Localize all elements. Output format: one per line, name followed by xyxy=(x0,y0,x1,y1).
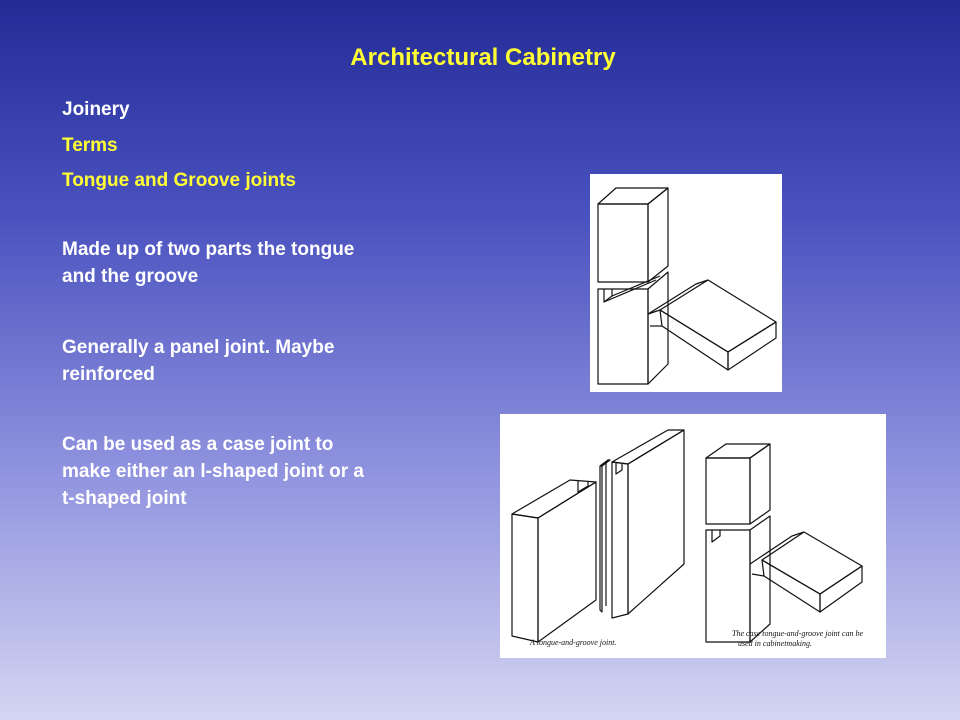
upper-board-side xyxy=(647,187,669,283)
bullet-1-line-2: and the groove xyxy=(62,266,199,287)
groove-notch xyxy=(603,289,613,303)
upper-board-front xyxy=(597,203,649,283)
subheading-terms: Terms xyxy=(62,135,118,156)
lower-board-side xyxy=(647,271,669,385)
bullet-2: Generally a panel joint. Maybe reinforce… xyxy=(62,334,334,388)
bullet-3: Can be used as a case joint to make eith… xyxy=(62,431,364,512)
shelf-side xyxy=(727,321,777,371)
bullet-3-line-1: Can be used as a case joint to xyxy=(62,434,334,455)
heading-joinery: Joinery xyxy=(62,99,130,120)
caption-tongue-groove: A tongue-and-groove joint. xyxy=(529,638,616,647)
case-joint-figure xyxy=(590,174,782,392)
caption-case-joint-line-2: used in cabinetmaking. xyxy=(738,639,812,648)
left-board-front xyxy=(511,513,539,643)
bullet-3-line-2: make either an l-shaped joint or a xyxy=(62,461,364,482)
shelf-front xyxy=(659,309,729,371)
right-board-side xyxy=(627,429,685,615)
left-board-top xyxy=(511,479,597,519)
subheading-tongue-groove: Tongue and Groove joints xyxy=(62,170,296,191)
shelf-top xyxy=(659,279,777,353)
right-board-top xyxy=(611,429,685,465)
bullet-3-line-3: t-shaped joint xyxy=(62,488,187,509)
caption-case-joint-line-1: The case tongue-and-groove joint can be xyxy=(732,629,863,638)
bullet-2-line-2: reinforced xyxy=(62,364,155,385)
left-board-side xyxy=(537,481,597,643)
right-board-front xyxy=(611,461,629,619)
slide-title: Architectural Cabinetry xyxy=(350,44,616,71)
tongue-groove-figure: A tongue-and-groove joint. The case tong… xyxy=(500,414,886,658)
lower-board-front xyxy=(597,288,649,385)
bullet-2-line-1: Generally a panel joint. Maybe xyxy=(62,337,335,358)
bullet-1: Made up of two parts the tongue and the … xyxy=(62,236,354,290)
bullet-1-line-1: Made up of two parts the tongue xyxy=(62,239,355,260)
